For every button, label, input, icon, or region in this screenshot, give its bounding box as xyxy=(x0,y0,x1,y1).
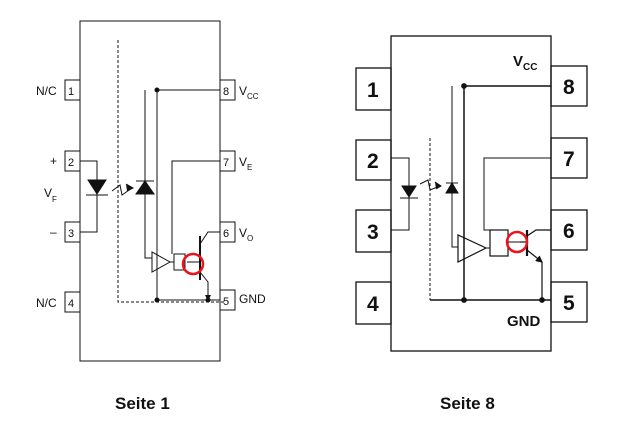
right-vcc-label: VCC xyxy=(513,53,537,73)
left-light-arrows xyxy=(111,184,133,196)
right-gate-box xyxy=(489,229,509,257)
left-pin-8-number: 8 xyxy=(223,86,229,98)
left-pin-1-label: N/C xyxy=(36,84,57,98)
left-caption: Seite 1 xyxy=(115,394,170,413)
left-vf-label: VF xyxy=(44,186,57,204)
left-pin-5-number: 5 xyxy=(223,296,229,308)
right-package-body xyxy=(390,35,552,352)
left-ve-label: VE xyxy=(239,155,252,172)
right-pin-3-number: 3 xyxy=(367,221,379,244)
left-ve-line xyxy=(171,160,220,254)
right-pin-1-number: 1 xyxy=(367,79,379,102)
right-pin-4-number: 4 xyxy=(367,293,379,316)
right-led-wiring xyxy=(391,157,410,231)
right-pin-7-number: 7 xyxy=(563,148,575,171)
left-led-wiring xyxy=(80,160,98,233)
right-pin-2 xyxy=(355,139,392,181)
right-pin-6-number: 6 xyxy=(563,220,575,243)
right-led-diode xyxy=(401,185,417,198)
left-amplifier xyxy=(151,251,172,273)
right-pin-8-number: 8 xyxy=(563,76,575,99)
left-plus-label: + xyxy=(50,154,57,168)
right-pin-5-number: 5 xyxy=(563,292,575,315)
left-pin-4-label: N/C xyxy=(36,296,57,310)
left-pin-4 xyxy=(64,291,81,313)
left-photodiode-wire xyxy=(144,90,152,259)
left-pin-4-number: 4 xyxy=(68,298,74,310)
left-emitter-line xyxy=(199,271,211,301)
right-pin-1 xyxy=(355,67,392,111)
right-photodiode xyxy=(445,182,459,194)
left-gnd-label: GND xyxy=(239,292,266,306)
right-amplifier xyxy=(457,234,488,263)
right-ve-line xyxy=(483,157,551,231)
right-vcc-rail xyxy=(463,85,551,300)
right-highlight-circle xyxy=(505,230,529,254)
right-vo-line xyxy=(526,229,551,237)
left-minus-label: – xyxy=(50,225,57,239)
left-pin-1-number: 1 xyxy=(68,86,74,98)
right-light-arrows xyxy=(419,179,441,191)
right-photodiode-wire xyxy=(451,86,458,248)
right-gnd-label: GND xyxy=(507,313,541,330)
right-caption: Seite 8 xyxy=(440,394,495,413)
left-highlight-circle xyxy=(181,252,205,276)
left-diagram xyxy=(64,20,236,362)
left-shield-line xyxy=(117,40,225,303)
left-vo-line xyxy=(199,231,220,245)
left-pin-6-number: 6 xyxy=(223,228,229,240)
right-diagram xyxy=(355,35,588,352)
left-pin-3-number: 3 xyxy=(68,228,74,240)
left-vcc-rail xyxy=(156,89,220,300)
left-vo-label: VO xyxy=(239,226,253,243)
left-pin-1 xyxy=(64,79,81,101)
left-package-body xyxy=(79,20,221,362)
left-pin-7-number: 7 xyxy=(223,157,229,169)
left-pin-2-number: 2 xyxy=(68,157,74,169)
left-led-diode xyxy=(87,179,107,195)
right-emitter-line xyxy=(526,249,543,263)
right-pin-5 xyxy=(550,281,588,323)
right-pin-3 xyxy=(355,209,392,253)
right-pin-2-number: 2 xyxy=(367,150,379,173)
left-vcc-label: VCC xyxy=(239,84,259,101)
left-photodiode xyxy=(135,180,155,195)
right-pin-4 xyxy=(355,281,392,325)
